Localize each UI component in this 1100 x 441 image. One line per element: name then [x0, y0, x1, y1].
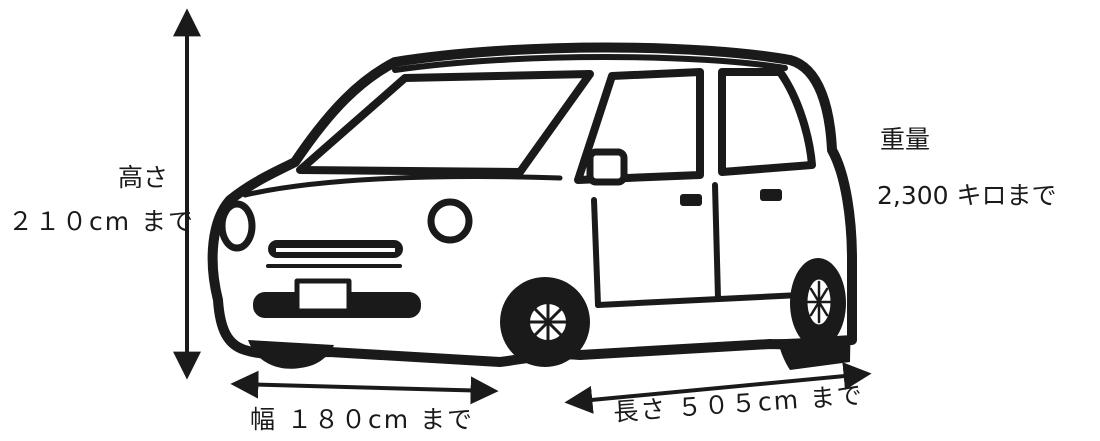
height-title-label: 高さ — [118, 163, 169, 192]
weight-title-label: 重量 — [880, 125, 931, 154]
length-arrow — [564, 362, 872, 414]
width-label: 幅 １８０cm まで — [250, 405, 474, 434]
car-illustration — [207, 42, 857, 370]
width-arrow — [230, 370, 499, 405]
weight-value-label: 2,300 キロまで — [877, 181, 1057, 210]
height-value-label: ２１０cm まで — [8, 207, 196, 236]
